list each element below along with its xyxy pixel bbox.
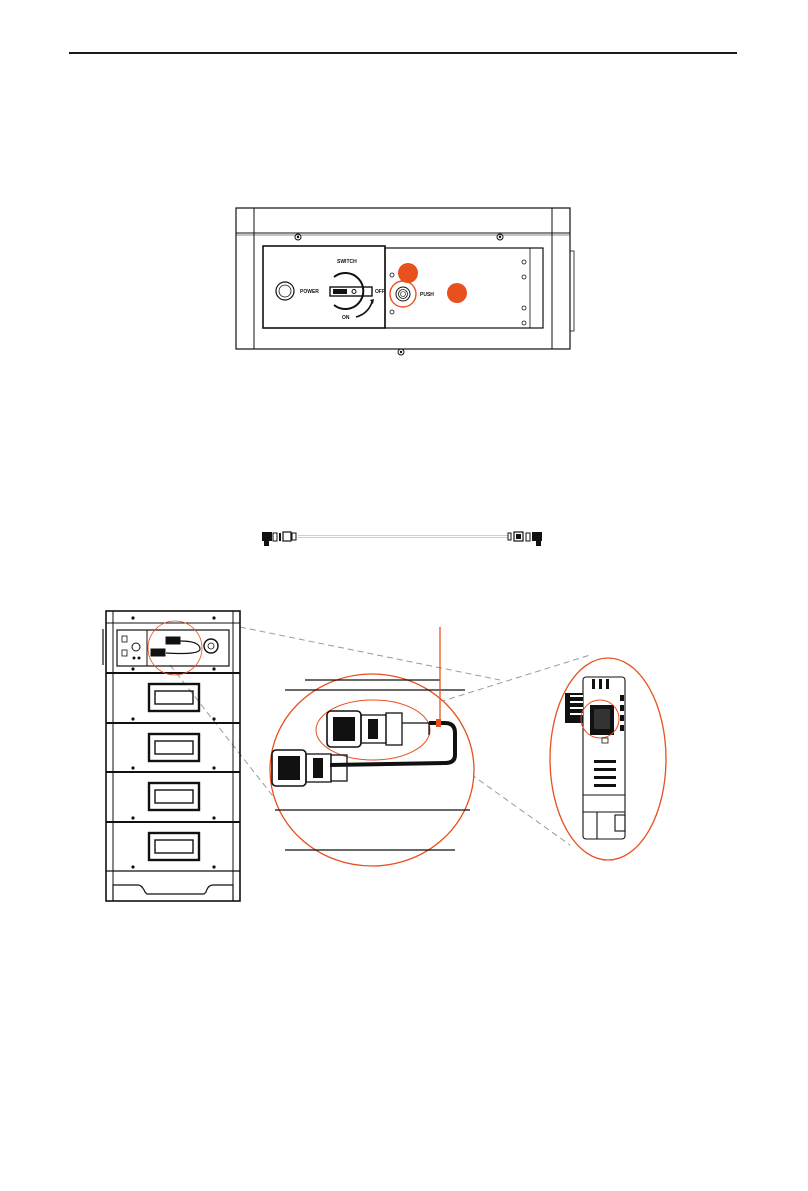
callout-marker-2 [447,283,467,303]
off-label: OFF [375,289,385,295]
switch-label: SWITCH [337,259,357,265]
side-connector-detail-icon [550,658,666,860]
rotary-switch-icon[interactable] [330,273,374,317]
cable-figure [258,528,558,552]
connector-right-icon [508,532,542,546]
battery-stack-figure [100,605,680,905]
header-rule [69,52,737,54]
control-panel-figure: POWER SWITCH OFF ON PUSH [234,207,574,352]
power-label: POWER [300,289,319,295]
connector-left-icon [262,532,296,546]
battery-tower [103,611,240,901]
connector-detail-icon [270,627,474,866]
power-button-icon[interactable] [276,282,294,300]
push-button-icon[interactable] [390,281,416,307]
callout-marker-1 [398,263,418,283]
screw-icon [295,234,503,355]
on-label: ON [342,315,350,321]
push-label: PUSH [420,292,434,298]
tower-detail-circle [148,621,202,675]
screw-icon [131,616,215,868]
